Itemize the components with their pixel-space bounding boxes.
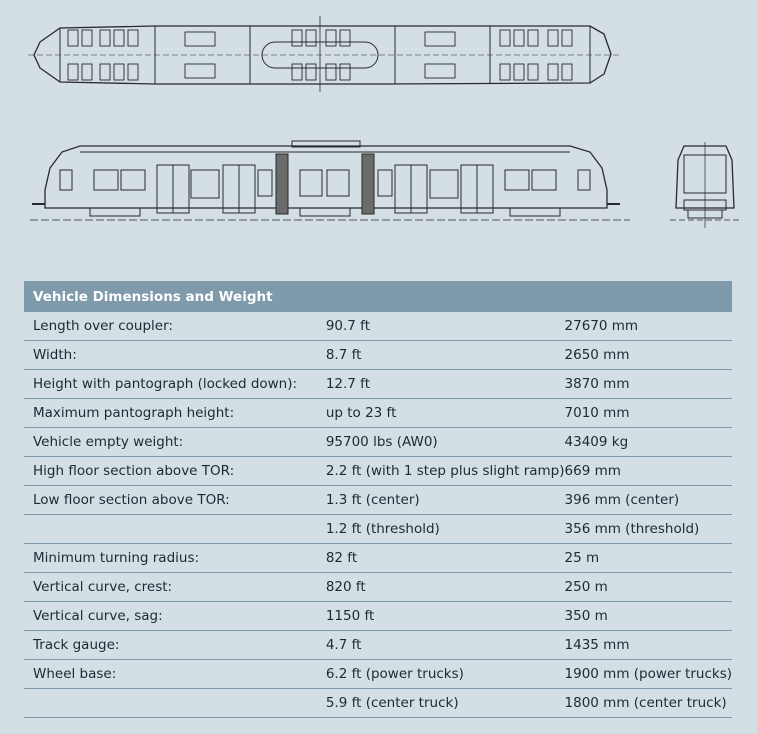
row-label: [24, 688, 326, 718]
side-elevation-drawing: [30, 140, 630, 221]
row-metric-value: 1800 mm (center truck): [564, 688, 732, 718]
row-label: Vertical curve, crest:: [24, 572, 326, 602]
row-metric-value: 356 mm (threshold): [564, 514, 732, 544]
row-label: Maximum pantograph height:: [24, 398, 326, 428]
row-label: Low floor section above TOR:: [24, 485, 326, 515]
row-label: Minimum turning radius:: [24, 543, 326, 573]
row-imperial-value: 820 ft: [325, 572, 565, 602]
vehicle-dimensions-table: Vehicle Dimensions and Weight Length ove…: [24, 281, 732, 718]
row-metric-value: 396 mm (center): [564, 485, 732, 515]
row-imperial-value: 5.9 ft (center truck): [325, 688, 565, 718]
row-label: Track gauge:: [24, 630, 326, 660]
row-metric-value: 350 m: [564, 601, 732, 631]
row-metric-value: 1900 mm (power trucks): [564, 659, 732, 689]
row-label: High floor section above TOR:: [24, 456, 326, 486]
table-header-row: Vehicle Dimensions and Weight: [24, 281, 732, 312]
row-imperial-value: 8.7 ft: [325, 340, 565, 370]
row-imperial-value: 4.7 ft: [325, 630, 565, 660]
row-label: Length over coupler:: [24, 312, 326, 341]
row-label: Vehicle empty weight:: [24, 427, 326, 457]
row-metric-value: 2650 mm: [564, 340, 732, 370]
row-imperial-value: 2.2 ft (with 1 step plus slight ramp): [325, 456, 565, 486]
row-imperial-value: 6.2 ft (power trucks): [325, 659, 565, 689]
train-drawings: [28, 16, 740, 228]
table-title: Vehicle Dimensions and Weight: [24, 281, 732, 312]
row-metric-value: 669 mm: [564, 456, 732, 486]
row-label: Width:: [24, 340, 326, 370]
row-imperial-value: 12.7 ft: [325, 369, 565, 399]
row-imperial-value: 1150 ft: [325, 601, 565, 631]
table-row: Vehicle empty weight:95700 lbs (AW0)4340…: [24, 427, 732, 457]
front-view-drawing: [670, 142, 740, 228]
row-metric-value: 27670 mm: [564, 312, 732, 341]
plan-view-drawing: [28, 16, 620, 92]
row-label: Vertical curve, sag:: [24, 601, 326, 631]
row-imperial-value: up to 23 ft: [325, 398, 565, 428]
row-metric-value: 7010 mm: [564, 398, 732, 428]
row-metric-value: 1435 mm: [564, 630, 732, 660]
row-metric-value: 43409 kg: [564, 427, 732, 457]
table-row: 5.9 ft (center truck)1800 mm (center tru…: [24, 688, 732, 718]
row-label: Height with pantograph (locked down):: [24, 369, 326, 399]
row-label: Wheel base:: [24, 659, 326, 689]
table-row: High floor section above TOR:2.2 ft (wit…: [24, 456, 732, 486]
table-row: Height with pantograph (locked down):12.…: [24, 369, 732, 399]
row-metric-value: 3870 mm: [564, 369, 732, 399]
row-metric-value: 250 m: [564, 572, 732, 602]
row-imperial-value: 90.7 ft: [325, 312, 565, 341]
row-imperial-value: 82 ft: [325, 543, 565, 573]
row-metric-value: 25 m: [564, 543, 732, 573]
table-row: Wheel base:6.2 ft (power trucks)1900 mm …: [24, 659, 732, 689]
table-row: 1.2 ft (threshold)356 mm (threshold): [24, 514, 732, 544]
table-row: Low floor section above TOR:1.3 ft (cent…: [24, 485, 732, 515]
row-imperial-value: 95700 lbs (AW0): [325, 427, 565, 457]
row-label: [24, 514, 326, 544]
row-imperial-value: 1.3 ft (center): [325, 485, 565, 515]
row-imperial-value: 1.2 ft (threshold): [325, 514, 565, 544]
